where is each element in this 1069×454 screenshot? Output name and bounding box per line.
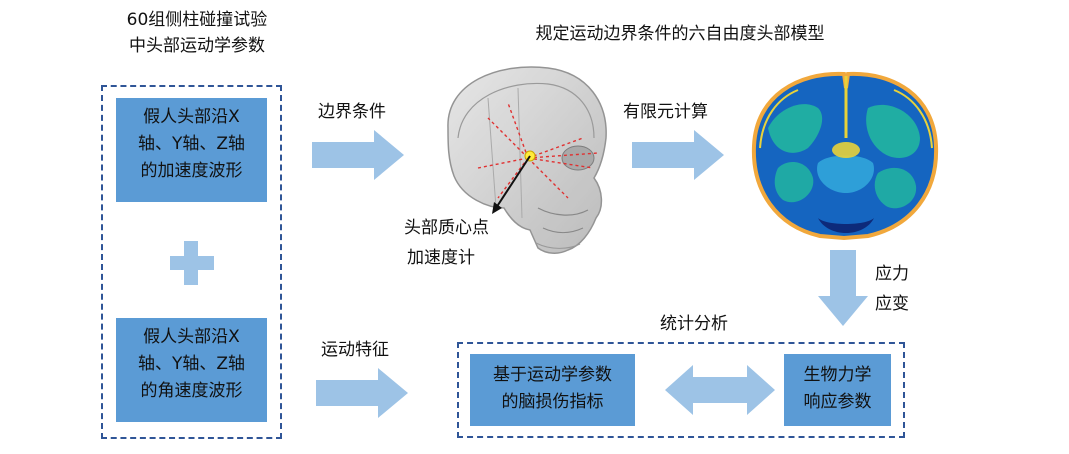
down-arrow-icon bbox=[818, 250, 868, 326]
analysis-panel bbox=[457, 342, 905, 438]
left-title-line1: 60组侧柱碰撞试验 bbox=[126, 10, 268, 30]
stress-label: 应力 bbox=[875, 264, 909, 284]
angular-velocity-waveform-box: 假人头部沿X 轴、Y轴、Z轴 的角速度波形 bbox=[116, 318, 267, 422]
boundary-conditions-label: 边界条件 bbox=[318, 102, 386, 122]
statistical-analysis-label: 统计分析 bbox=[660, 314, 728, 334]
left-title-line2: 中头部运动学参数 bbox=[129, 36, 265, 56]
brain-injury-index-box: 基于运动学参数 的脑损伤指标 bbox=[470, 354, 635, 426]
acceleration-box-line3: 的加速度波形 bbox=[140, 161, 243, 181]
brain-stress-map-image bbox=[751, 71, 939, 241]
angular-box-line3: 的角速度波形 bbox=[140, 381, 243, 401]
right-arrow-icon bbox=[312, 130, 404, 180]
right-arrow-icon bbox=[632, 130, 724, 180]
kinematic-features-label: 运动特征 bbox=[321, 340, 389, 360]
sensor-label-line1: 头部质心点 bbox=[404, 218, 489, 238]
strain-label: 应变 bbox=[875, 294, 909, 314]
left-input-panel bbox=[101, 85, 282, 439]
right-arrow-icon bbox=[316, 368, 408, 418]
response-box-line1: 生物力学 bbox=[803, 365, 872, 385]
skull-model-image bbox=[447, 66, 607, 254]
injury-box-line1: 基于运动学参数 bbox=[493, 365, 612, 385]
response-box-line2: 响应参数 bbox=[803, 392, 872, 412]
angular-box-line2: 轴、Y轴、Z轴 bbox=[137, 354, 246, 374]
biomechanical-response-box: 生物力学 响应参数 bbox=[784, 354, 891, 426]
acceleration-box-line2: 轴、Y轴、Z轴 bbox=[137, 134, 246, 154]
plus-icon bbox=[170, 241, 214, 285]
sensor-label-line2: 加速度计 bbox=[407, 248, 475, 268]
head-model-title: 规定运动边界条件的六自由度头部模型 bbox=[535, 24, 825, 44]
double-arrow-icon bbox=[665, 365, 775, 415]
injury-box-line2: 的脑损伤指标 bbox=[501, 392, 604, 412]
fem-calculation-label: 有限元计算 bbox=[623, 102, 708, 122]
acceleration-box-line1: 假人头部沿X bbox=[143, 107, 240, 127]
angular-box-line1: 假人头部沿X bbox=[143, 327, 240, 347]
acceleration-waveform-box: 假人头部沿X 轴、Y轴、Z轴 的加速度波形 bbox=[116, 98, 267, 202]
